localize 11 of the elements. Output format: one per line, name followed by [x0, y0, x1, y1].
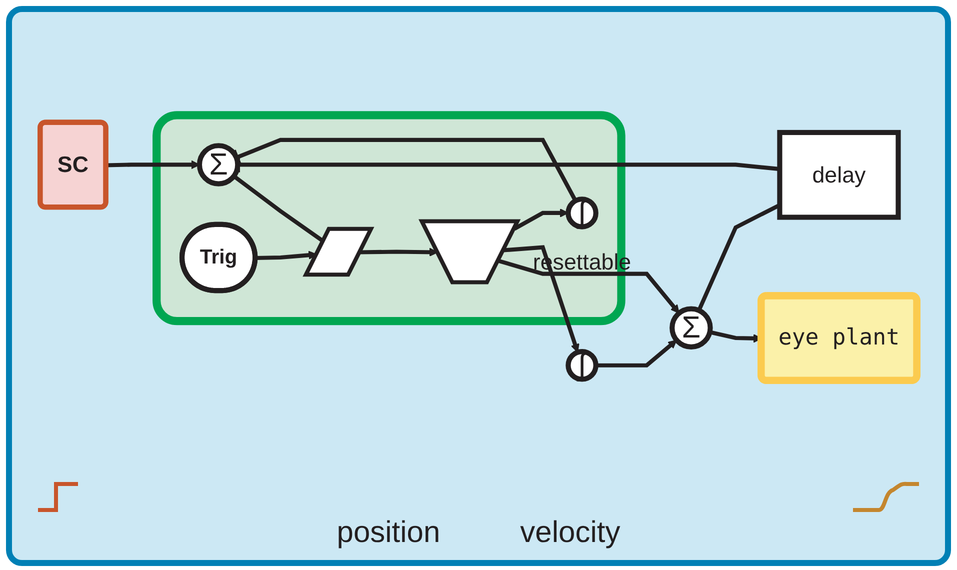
node-circle: Σ [196, 142, 240, 186]
arrow [513, 208, 569, 230]
arrow [106, 160, 200, 169]
arrow [360, 247, 438, 256]
node-box: delay [777, 130, 901, 220]
node-circle: Σ [670, 306, 713, 350]
signal-label: position [336, 516, 440, 550]
node-triangle [418, 218, 521, 284]
signal-label: velocity [520, 516, 620, 550]
node-switch [302, 226, 374, 276]
arrow [503, 244, 580, 352]
